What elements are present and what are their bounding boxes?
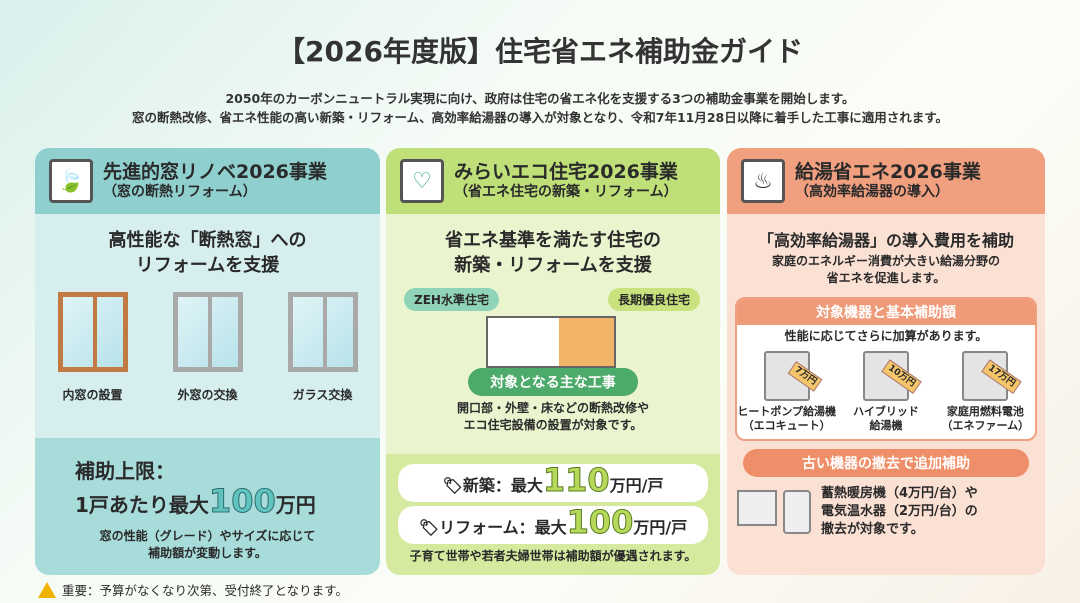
note-line: 窓の性能（グレード）やサイズに応じて	[99, 529, 316, 543]
tag-zeh: ZEH水準住宅	[404, 288, 499, 311]
price-tag-icon: 🏷	[442, 476, 463, 495]
panel-eco-housing: ♡ みらいエコ住宅2026事業（省エネ住宅の新築・リフォーム） 省エネ基準を満た…	[386, 148, 720, 575]
hybrid-heater-icon: 10万円	[862, 351, 922, 401]
removal-title: 古い機器の撤去で追加補助	[743, 449, 1029, 477]
item-label: 内窓の設置	[62, 388, 123, 402]
subsidy-cap: 補助上限： 1戸あたり最大100万円 窓の性能（グレード）やサイズに応じて補助額…	[35, 438, 380, 575]
removal-line: 蓄熱暖房機（4万円/台）や	[821, 486, 978, 501]
works-line: 開口部・外壁・床などの断熱改修や	[456, 401, 649, 415]
reform-amount: 🏷リフォーム：最大100万円/戸	[398, 506, 708, 544]
desc-line: 省エネを促進します。	[826, 271, 946, 285]
item-label: ガラス交換	[292, 388, 353, 402]
heat-pump-icon: 7万円	[763, 351, 824, 401]
device-hybrid: 10万円ハイブリッド給湯機	[836, 349, 935, 433]
note: 子育て世帯や若者夫婦世帯は補助額が優遇されます。	[409, 549, 697, 563]
window-leaf-icon: 🍃	[49, 159, 93, 203]
warning-text: 重要：予算がなくなり次第、受付終了となります。	[62, 583, 348, 598]
amount-box: 🏷新築：最大110万円/戸 🏷リフォーム：最大100万円/戸 子育て世帯や若者夫…	[386, 454, 720, 575]
intro-line-1: 2050年のカーボンニュートラル実現に向け、政府は住宅の省エネ化を支援する3つの…	[225, 91, 855, 106]
works-label: 対象となる主な工事	[468, 368, 638, 396]
lead-line: リフォームを支援	[135, 255, 280, 276]
price-tag-icon: 🏷	[418, 518, 440, 537]
item-label: 外窓の交換	[177, 388, 238, 402]
warning-icon	[38, 581, 56, 598]
house-heart-icon: ♡	[400, 159, 444, 203]
panel-title: 給湯省エネ2026事業	[795, 161, 981, 183]
panel-title: 先進的窓リノベ2026事業	[103, 161, 327, 183]
intro-line-2: 窓の断熱改修、省エネ性能の高い新築・リフォーム、高効率給湯器の導入が対象となり、…	[132, 110, 948, 125]
panel-water-heater: ♨ 給湯省エネ2026事業（高効率給湯器の導入） 「高効率給湯器」の導入費用を補…	[727, 148, 1045, 575]
fuel-cell-icon: 17万円	[962, 351, 1022, 401]
cap-value: 100	[208, 482, 276, 520]
box-note: 性能に応じてさらに加算があります。	[784, 329, 988, 343]
removal-line: 撤去が対象です。	[821, 522, 924, 537]
page-title: 【2026年度版】住宅省エネ補助金ガイド	[277, 35, 803, 68]
removal-line: 電気温水器（2万円/台）の	[821, 504, 978, 519]
panel-subtitle: （省エネ住宅の新築・リフォーム）	[454, 184, 678, 200]
tag-long-term: 長期優良住宅	[607, 288, 700, 311]
panel-subtitle: （窓の断熱リフォーム）	[103, 184, 257, 200]
panel-subtitle: （高効率給湯器の導入）	[795, 184, 949, 200]
devices-box: 対象機器と基本補助額 性能に応じてさらに加算があります。 7万円ヒートポンプ給湯…	[735, 297, 1037, 441]
lead-line: 高性能な「断熱窓」への	[108, 230, 307, 251]
box-title: 対象機器と基本補助額	[737, 299, 1035, 325]
glass-replace-icon	[287, 292, 358, 372]
lead-line: 省エネ基準を満たす住宅の	[445, 230, 661, 251]
desc-line: 家庭のエネルギー消費が大きい給湯分野の	[771, 254, 1000, 268]
cap-label: 補助上限：	[75, 459, 175, 483]
lead: 「高効率給湯器」の導入費用を補助	[757, 231, 1014, 250]
works-line: エコ住宅設備の設置が対象です。	[463, 418, 643, 432]
cap-unit: 万円	[275, 493, 316, 517]
note-line: 補助額が変動します。	[148, 546, 267, 560]
house-illustration: ZEH水準住宅 長期優良住宅	[386, 288, 720, 368]
footer-warning: 重要：予算がなくなり次第、受付終了となります。	[38, 580, 348, 599]
old-heater-icon	[737, 490, 811, 534]
panel-title: みらいエコ住宅2026事業	[454, 161, 678, 183]
water-heater-icon: ♨	[741, 159, 785, 203]
lead-line: 新築・リフォームを支援	[454, 255, 652, 276]
cap-prefix: 1戸あたり最大	[75, 493, 209, 517]
device-ecocute: 7万円ヒートポンプ給湯機（エコキュート）	[737, 349, 836, 433]
panel-window-renovation: 🍃 先進的窓リノベ2026事業（窓の断熱リフォーム） 高性能な「断熱窓」へのリフ…	[35, 148, 380, 575]
device-enefarm: 17万円家庭用燃料電池（エネファーム）	[936, 349, 1035, 433]
outer-window-icon	[172, 292, 243, 372]
inner-window-icon	[57, 292, 128, 372]
new-build-amount: 🏷新築：最大110万円/戸	[398, 464, 708, 502]
